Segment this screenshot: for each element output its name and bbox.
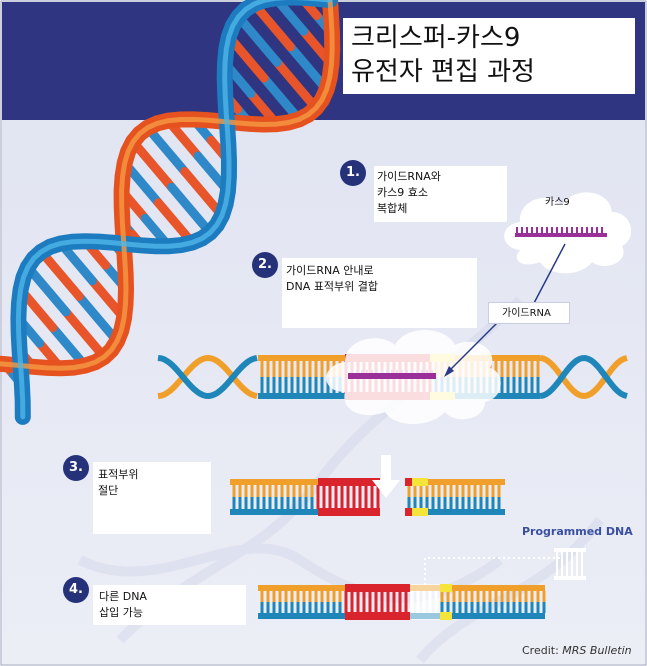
step-1-line-3: 복합체 xyxy=(377,202,408,215)
step3-right-region-bottom xyxy=(405,508,412,516)
step4-dna-region-bottom xyxy=(440,612,452,620)
guide-rna-label: 가이드RNA xyxy=(502,308,551,319)
helix-rung-a xyxy=(74,291,122,346)
guide-rna-label-box xyxy=(488,302,570,324)
helix-rung-b xyxy=(167,182,215,238)
step3-right-region-bottom xyxy=(412,508,428,516)
step-3-box xyxy=(93,462,211,534)
step4-dna-region-top xyxy=(440,584,452,592)
step3-left-region-top xyxy=(318,478,380,486)
step3-right-strand-bottom xyxy=(405,509,505,515)
step-3-line-1: 표적부위 xyxy=(98,468,139,481)
step-3-line-2: 절단 xyxy=(98,484,119,497)
step-4-box xyxy=(93,585,246,625)
programmed-dna-bottom xyxy=(554,576,586,580)
title-line-2: 유전자 편집 과정 xyxy=(351,57,535,87)
credit-line: Credit: MRS Bulletin xyxy=(522,644,632,657)
step2-twist-strand xyxy=(157,354,258,399)
step2-dna xyxy=(157,330,628,424)
helix-rung-b xyxy=(249,0,295,52)
step-1-box xyxy=(374,166,507,222)
step-1-line-2: 카스9 효소 xyxy=(377,186,428,199)
helix-ribbon-blue-highlight xyxy=(15,0,333,420)
programmed-dna-label: Programmed DNA xyxy=(522,525,633,538)
step-4-line-1: 다른 DNA xyxy=(99,590,147,603)
programmed-dna-top xyxy=(554,548,586,552)
programmed-dna-segment xyxy=(554,548,586,580)
step3-left-region-bottom xyxy=(318,508,380,516)
step4-dna-region-bottom xyxy=(345,612,410,620)
step4-dna xyxy=(258,584,546,620)
step3-dna xyxy=(230,478,505,516)
step2-twist-strand xyxy=(157,355,258,400)
helix-rung-b xyxy=(36,247,84,301)
step-4-line-2: 삽입 가능 xyxy=(99,606,143,619)
helix-rung-b xyxy=(23,262,71,317)
credit-prefix: Credit: xyxy=(522,644,563,657)
helix-rung-a xyxy=(259,73,304,124)
step-2-badge: 2. xyxy=(252,252,278,278)
cas9-label: 카스9 xyxy=(545,197,570,208)
step4-dna-region-top xyxy=(345,584,410,592)
step-2-line-1: 가이드RNA 안내로 xyxy=(286,264,374,277)
guide-rna-comb xyxy=(515,227,607,237)
guide-rna-pointer xyxy=(444,243,566,377)
step-1-badge: 1. xyxy=(340,160,366,186)
step-1-line-1: 가이드RNA와 xyxy=(377,170,441,183)
helix-rung-a xyxy=(128,137,177,192)
helix-ribbon-orange-highlight xyxy=(0,0,335,371)
step-2-line-2: DNA 표적부위 결합 xyxy=(286,280,378,293)
step3-right-strand-top xyxy=(405,479,505,485)
helix-rung-a xyxy=(272,57,321,113)
step3-left-strand-bottom xyxy=(230,509,380,515)
big-helix xyxy=(0,0,341,425)
cas9-guide-rna-bar xyxy=(515,233,607,237)
step3-right-region-top xyxy=(412,478,428,486)
step-3-badge: 3. xyxy=(63,455,89,481)
step2-guide-rna-front xyxy=(348,373,436,379)
title-line-1: 크리스퍼-카스9 xyxy=(351,23,521,53)
step-2-box xyxy=(282,258,477,328)
insertion-dotted-path xyxy=(424,557,560,585)
cut-arrow-icon xyxy=(372,455,400,498)
step2-twist-strand xyxy=(539,355,628,400)
step2-twist-strand xyxy=(539,354,628,399)
step4-inserted-dna xyxy=(410,584,440,620)
step-4-badge: 4. xyxy=(63,577,89,603)
helix-rung-b xyxy=(233,12,282,67)
helix-rung-a xyxy=(143,123,190,177)
title-box xyxy=(343,18,635,94)
credit-source: MRS Bulletin xyxy=(562,644,632,657)
helix-rung-a xyxy=(61,307,109,362)
step3-right-region-top xyxy=(405,478,412,486)
helix-rung-b xyxy=(180,167,227,220)
step3-left-strand-top xyxy=(230,479,380,485)
